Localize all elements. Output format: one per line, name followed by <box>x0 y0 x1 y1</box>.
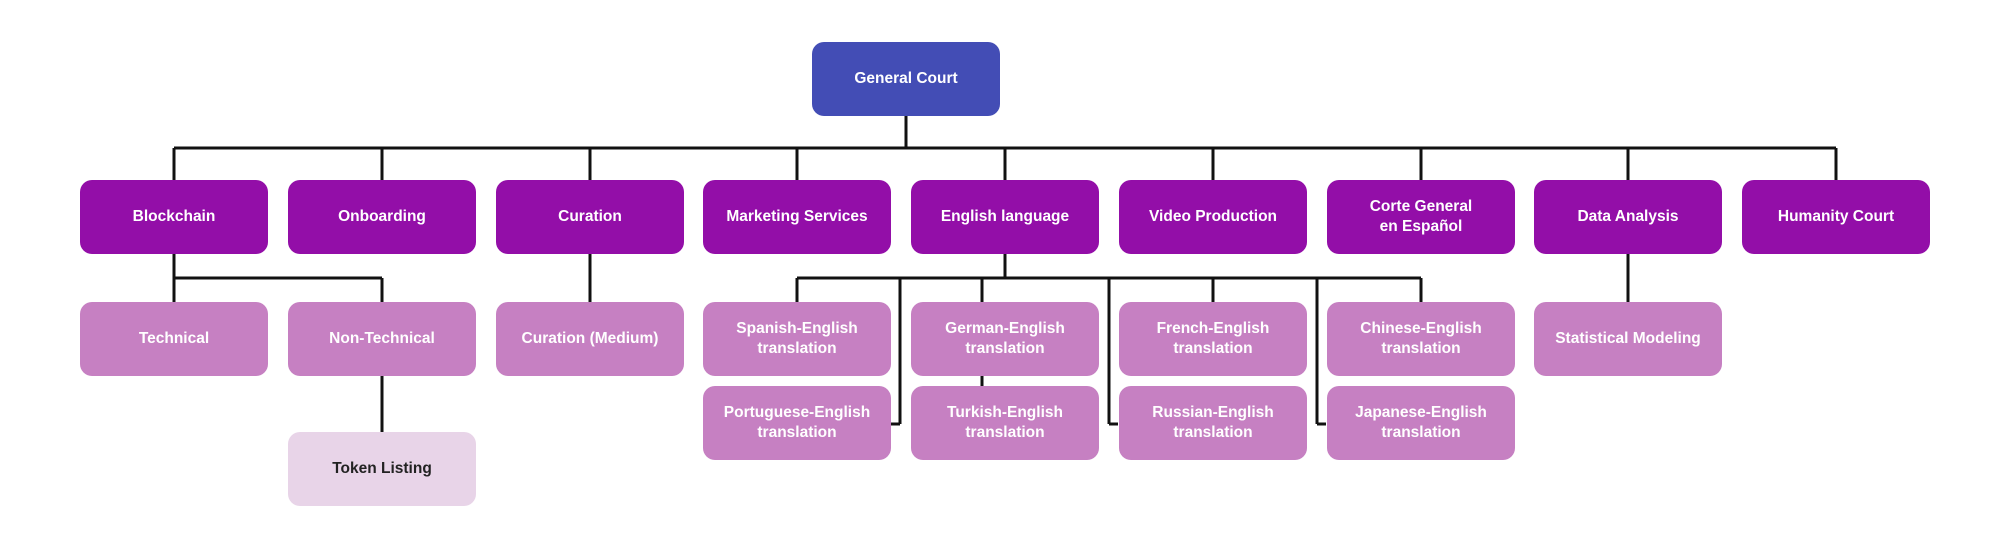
blockchain-court-node: Blockchain <box>80 180 268 254</box>
corte-general-espanol-node: Corte General en Español <box>1327 180 1515 254</box>
technical-court-node: Technical <box>80 302 268 376</box>
spanish-english-court-node: Spanish-English translation <box>703 302 891 376</box>
data-analysis-court-node: Data Analysis <box>1534 180 1722 254</box>
curation-court-node: Curation <box>496 180 684 254</box>
non-technical-court-node: Non-Technical <box>288 302 476 376</box>
german-english-court-node: German-English translation <box>911 302 1099 376</box>
japanese-english-court-node: Japanese-English translation <box>1327 386 1515 460</box>
general-court-node: General Court <box>812 42 1000 116</box>
statistical-modeling-court-node: Statistical Modeling <box>1534 302 1722 376</box>
marketing-services-court-node: Marketing Services <box>703 180 891 254</box>
token-listing-court-node: Token Listing <box>288 432 476 506</box>
russian-english-court-node: Russian-English translation <box>1119 386 1307 460</box>
portuguese-english-court-node: Portuguese-English translation <box>703 386 891 460</box>
english-language-court-node: English language <box>911 180 1099 254</box>
french-english-court-node: French-English translation <box>1119 302 1307 376</box>
onboarding-court-node: Onboarding <box>288 180 476 254</box>
curation-medium-court-node: Curation (Medium) <box>496 302 684 376</box>
humanity-court-node: Humanity Court <box>1742 180 1930 254</box>
turkish-english-court-node: Turkish-English translation <box>911 386 1099 460</box>
video-production-court-node: Video Production <box>1119 180 1307 254</box>
chinese-english-court-node: Chinese-English translation <box>1327 302 1515 376</box>
